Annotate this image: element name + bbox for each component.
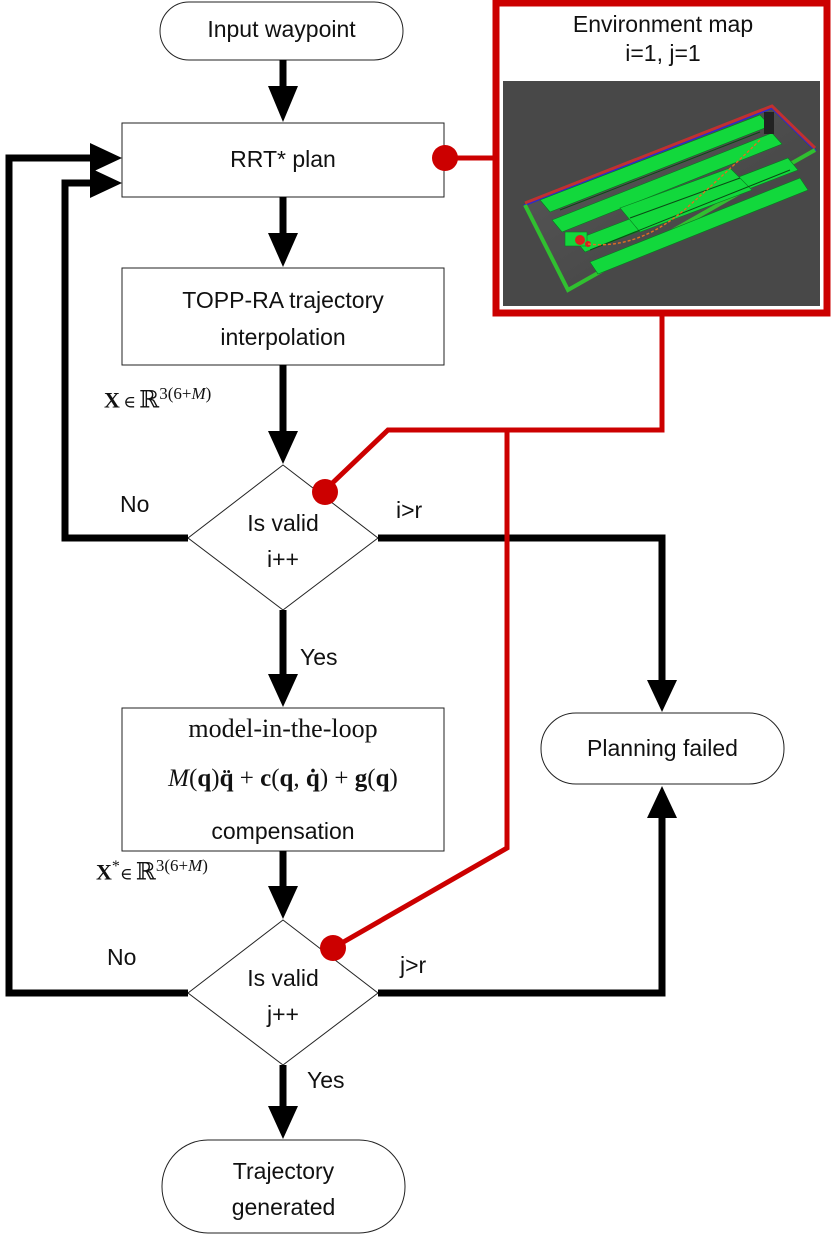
- trajectory-generated-node: [161, 1139, 406, 1234]
- model-in-the-loop-node: [121, 707, 445, 852]
- state-space-label-x-star: X*∈ ℝ3(6+M): [96, 856, 208, 886]
- arrowhead-into-mitl: [268, 674, 298, 707]
- rrt-plan-node: [121, 122, 445, 198]
- is-valid-j-diamond: [187, 919, 379, 1066]
- is-valid-i-diamond: [187, 464, 379, 611]
- edge-label-i-gt-r: i>r: [396, 497, 423, 523]
- warehouse-rack-lines: [559, 131, 791, 251]
- topp-ra-label-line2: interpolation: [220, 324, 346, 350]
- rrt-plan-label: RRT* plan: [230, 146, 336, 172]
- planning-failed-node: [540, 712, 785, 785]
- arrowhead-j-into-failed: [647, 786, 677, 818]
- arrowhead-into-valid-j: [268, 886, 298, 919]
- link-dots: [312, 145, 458, 961]
- link-dot-valid-j: [320, 935, 346, 961]
- environment-map-title-line2: i=1, j=1: [625, 40, 701, 66]
- valid-j-label-line2: j++: [267, 1001, 299, 1027]
- mitl-equation: M(q)q̈ + c(q, q̇) + g(q): [168, 765, 398, 792]
- trajectory-label-line2: generated: [231, 1194, 336, 1220]
- topp-ra-label-line1: TOPP-RA trajectory: [182, 287, 384, 313]
- topp-ra-node: [121, 267, 445, 366]
- arrowhead-into-valid-i: [268, 431, 298, 464]
- arrowhead-no-loop-j-into-rrt: [90, 143, 122, 173]
- link-map-to-valid-j: [331, 430, 510, 951]
- environment-map-title: Environment map i=1, j=1: [503, 10, 823, 68]
- trajectory-label-line1: Trajectory: [232, 1158, 335, 1184]
- link-dot-valid-i: [312, 479, 338, 505]
- mitl-title: model-in-the-loop: [188, 714, 378, 743]
- edge-valid-i-no-loop: [61, 179, 188, 542]
- planning-failed-label: Planning failed: [587, 735, 738, 761]
- edge-label-j-gt-r: j>r: [400, 952, 427, 978]
- edge-valid-i-to-failed: [378, 534, 666, 683]
- arrow-heads: [90, 86, 677, 1139]
- robot-marker: [564, 139, 761, 247]
- arrowhead-into-trajectory: [268, 1106, 298, 1139]
- flow-edges: [5, 60, 666, 1108]
- arrowhead-into-topp: [268, 233, 298, 267]
- link-map-to-valid-i: [321, 313, 665, 494]
- input-waypoint-label: Input waypoint: [207, 16, 356, 42]
- valid-i-label-line1: Is valid: [247, 510, 319, 536]
- arrowhead-into-rrt: [268, 86, 298, 122]
- edge-label-no-j: No: [107, 944, 137, 970]
- arrowhead-i-into-failed: [647, 680, 677, 712]
- environment-map-title-line1: Environment map: [572, 11, 754, 37]
- edge-label-yes-j: Yes: [307, 1067, 345, 1093]
- valid-i-label-line2: i++: [267, 546, 299, 572]
- environment-map-panel: [492, 0, 831, 317]
- arrowhead-no-loop-i-into-rrt: [90, 168, 122, 198]
- edge-label-yes-i: Yes: [300, 644, 338, 670]
- valid-j-label-line1: Is valid: [247, 965, 319, 991]
- edge-valid-j-no-loop: [5, 154, 188, 997]
- map-corner-object: [764, 112, 774, 134]
- mitl-label-line3: compensation: [211, 818, 355, 844]
- warehouse-wall-red: [524, 104, 817, 205]
- warehouse-racks: [539, 114, 809, 275]
- edge-valid-j-to-failed: [378, 815, 666, 997]
- edge-label-no-i: No: [120, 491, 150, 517]
- link-dot-rrt: [432, 145, 458, 171]
- state-space-label-x: X ∈ ℝ3(6+M): [104, 384, 212, 414]
